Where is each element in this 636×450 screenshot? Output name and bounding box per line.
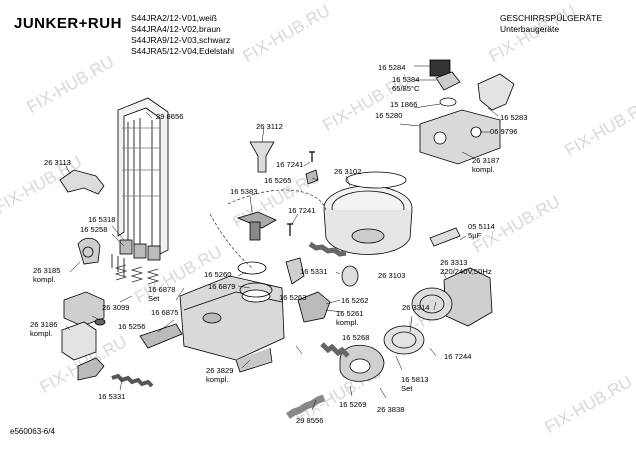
part-label: 06 9796 bbox=[490, 127, 518, 136]
screw-drawing bbox=[287, 223, 293, 236]
part-label: 15 1866 bbox=[390, 100, 418, 109]
corrugated-hose-drawing bbox=[286, 394, 326, 419]
part-label: 26 3099 bbox=[102, 303, 130, 312]
part-label: 26 3113 bbox=[44, 158, 71, 167]
part-note: kompl. bbox=[33, 275, 56, 284]
spring-set-drawing bbox=[114, 264, 160, 285]
brand-logo: JUNKER+RUH bbox=[14, 15, 122, 32]
part-note: 65/85°C bbox=[392, 84, 420, 93]
clip-drawing bbox=[305, 169, 319, 185]
part-number: 26 3185 bbox=[33, 266, 61, 275]
part-label: 16 5331 bbox=[300, 267, 328, 276]
leader-lines bbox=[65, 65, 499, 411]
capacitor-drawing bbox=[429, 227, 461, 247]
part-label: 26 3829 kompl. bbox=[206, 366, 233, 384]
part-label: 16 5331 bbox=[98, 392, 126, 401]
drain-pump-drawing bbox=[411, 267, 493, 327]
part-number: 26 3187 bbox=[472, 156, 500, 165]
part-label: 26 3103 bbox=[378, 271, 406, 280]
model-line: S44JRA5/12-V04,Edelstahl bbox=[131, 46, 235, 56]
part-label: 16 5258 bbox=[80, 225, 108, 234]
part-number: 26 3829 bbox=[206, 366, 234, 375]
part-label: 16 6879 bbox=[208, 282, 236, 291]
part-label: 26 3838 bbox=[377, 405, 405, 414]
part-label: 26 3314 bbox=[402, 303, 430, 312]
part-label: 16 7241 bbox=[276, 160, 304, 169]
appliance-category: GESCHIRRSPÜLGERÄTE Unterbaugeräte bbox=[500, 13, 602, 35]
part-note: 5µF bbox=[468, 231, 482, 240]
tub-basin-drawing bbox=[323, 171, 413, 255]
bracket-drawing bbox=[285, 257, 305, 285]
sump-housing-drawing bbox=[139, 275, 285, 373]
part-note: Set bbox=[148, 294, 160, 303]
model-line: S44JRA2/12-V01,weiß bbox=[131, 13, 217, 23]
part-label: 16 7244 bbox=[444, 352, 472, 361]
part-label: 29 8556 bbox=[296, 416, 324, 425]
part-note: 220/240V,50Hz bbox=[440, 267, 492, 276]
screw-drawing bbox=[309, 151, 315, 162]
part-label: 26 3313 220/240V,50Hz bbox=[440, 258, 492, 276]
part-label: 16 6878 Set bbox=[148, 285, 175, 303]
part-label: 16 5261 kompl. bbox=[336, 309, 363, 327]
part-label: 26 3185 kompl. bbox=[33, 266, 60, 284]
part-label: 16 7241 bbox=[288, 206, 316, 215]
part-label: 16 6875 bbox=[151, 308, 179, 317]
handle-drawing bbox=[59, 169, 105, 195]
part-label: 16 5256 bbox=[118, 322, 146, 331]
valve-block-drawing bbox=[61, 291, 106, 381]
part-number: 16 5384 bbox=[392, 75, 420, 84]
part-number: 26 3313 bbox=[440, 258, 468, 267]
part-label: 16 5265 bbox=[264, 176, 292, 185]
part-note: kompl. bbox=[206, 375, 229, 384]
part-number: 16 5813 bbox=[401, 375, 429, 384]
part-label: 16 5268 bbox=[342, 333, 370, 342]
part-note: kompl. bbox=[336, 318, 359, 327]
part-label: 16 5383 bbox=[230, 187, 258, 196]
part-number: 16 5261 bbox=[336, 309, 364, 318]
document-id: e560063-6/4 bbox=[10, 427, 55, 436]
part-number: 16 6878 bbox=[148, 285, 176, 294]
sensor-cluster-drawing bbox=[77, 237, 161, 276]
part-label: 16 5384 65/85°C bbox=[392, 75, 420, 93]
part-label: 16 5283 bbox=[500, 113, 528, 122]
part-label: 16 5280 bbox=[375, 111, 403, 120]
part-label: 16 5284 bbox=[378, 63, 406, 72]
part-label: 05 5114 5µF bbox=[468, 222, 495, 240]
seal-ring-drawing bbox=[341, 265, 359, 287]
model-list: S44JRA2/12-V01,weiß S44JRA4/12-V02,braun… bbox=[131, 13, 234, 57]
part-label: 26 3112 bbox=[256, 122, 283, 131]
part-label: 16 5260 bbox=[204, 270, 232, 279]
seal-ring-drawing bbox=[239, 282, 273, 298]
part-label: 16 5263 bbox=[279, 293, 307, 302]
part-label: 16 5813 Set bbox=[401, 375, 428, 393]
part-number: 26 3186 bbox=[30, 320, 58, 329]
part-note: Set bbox=[401, 384, 413, 393]
model-line: S44JRA4/12-V02,braun bbox=[131, 24, 221, 34]
category-subtitle: Unterbaugeräte bbox=[500, 24, 560, 34]
spray-hub-drawing bbox=[236, 211, 277, 241]
part-note: kompl. bbox=[472, 165, 495, 174]
seal-ring-drawing bbox=[237, 261, 267, 275]
corrugated-hose-drawing bbox=[320, 342, 350, 358]
funnel-drawing bbox=[249, 141, 275, 173]
part-label: 16 5262 bbox=[341, 296, 369, 305]
part-note: kompl. bbox=[30, 329, 53, 338]
part-label: 26 3186 kompl. bbox=[30, 320, 57, 338]
circulation-pump-drawing bbox=[339, 325, 425, 382]
part-label: 29 8656 bbox=[156, 112, 184, 121]
diverter-valve-drawing bbox=[419, 59, 515, 165]
corrugated-hose-drawing bbox=[111, 373, 154, 388]
part-label: 26 3102 bbox=[334, 167, 362, 176]
corrugated-hose-drawing bbox=[308, 241, 347, 257]
part-label: 16 5318 bbox=[88, 215, 116, 224]
part-label: 26 3187 kompl. bbox=[472, 156, 499, 174]
model-line: S44JRA9/12-V03,schwarz bbox=[131, 35, 231, 45]
part-number: 05 5114 bbox=[468, 222, 495, 231]
category-title: GESCHIRRSPÜLGERÄTE bbox=[500, 13, 603, 23]
part-label: 16 5269 bbox=[339, 400, 367, 409]
pipe-assembly-drawing bbox=[117, 97, 169, 258]
